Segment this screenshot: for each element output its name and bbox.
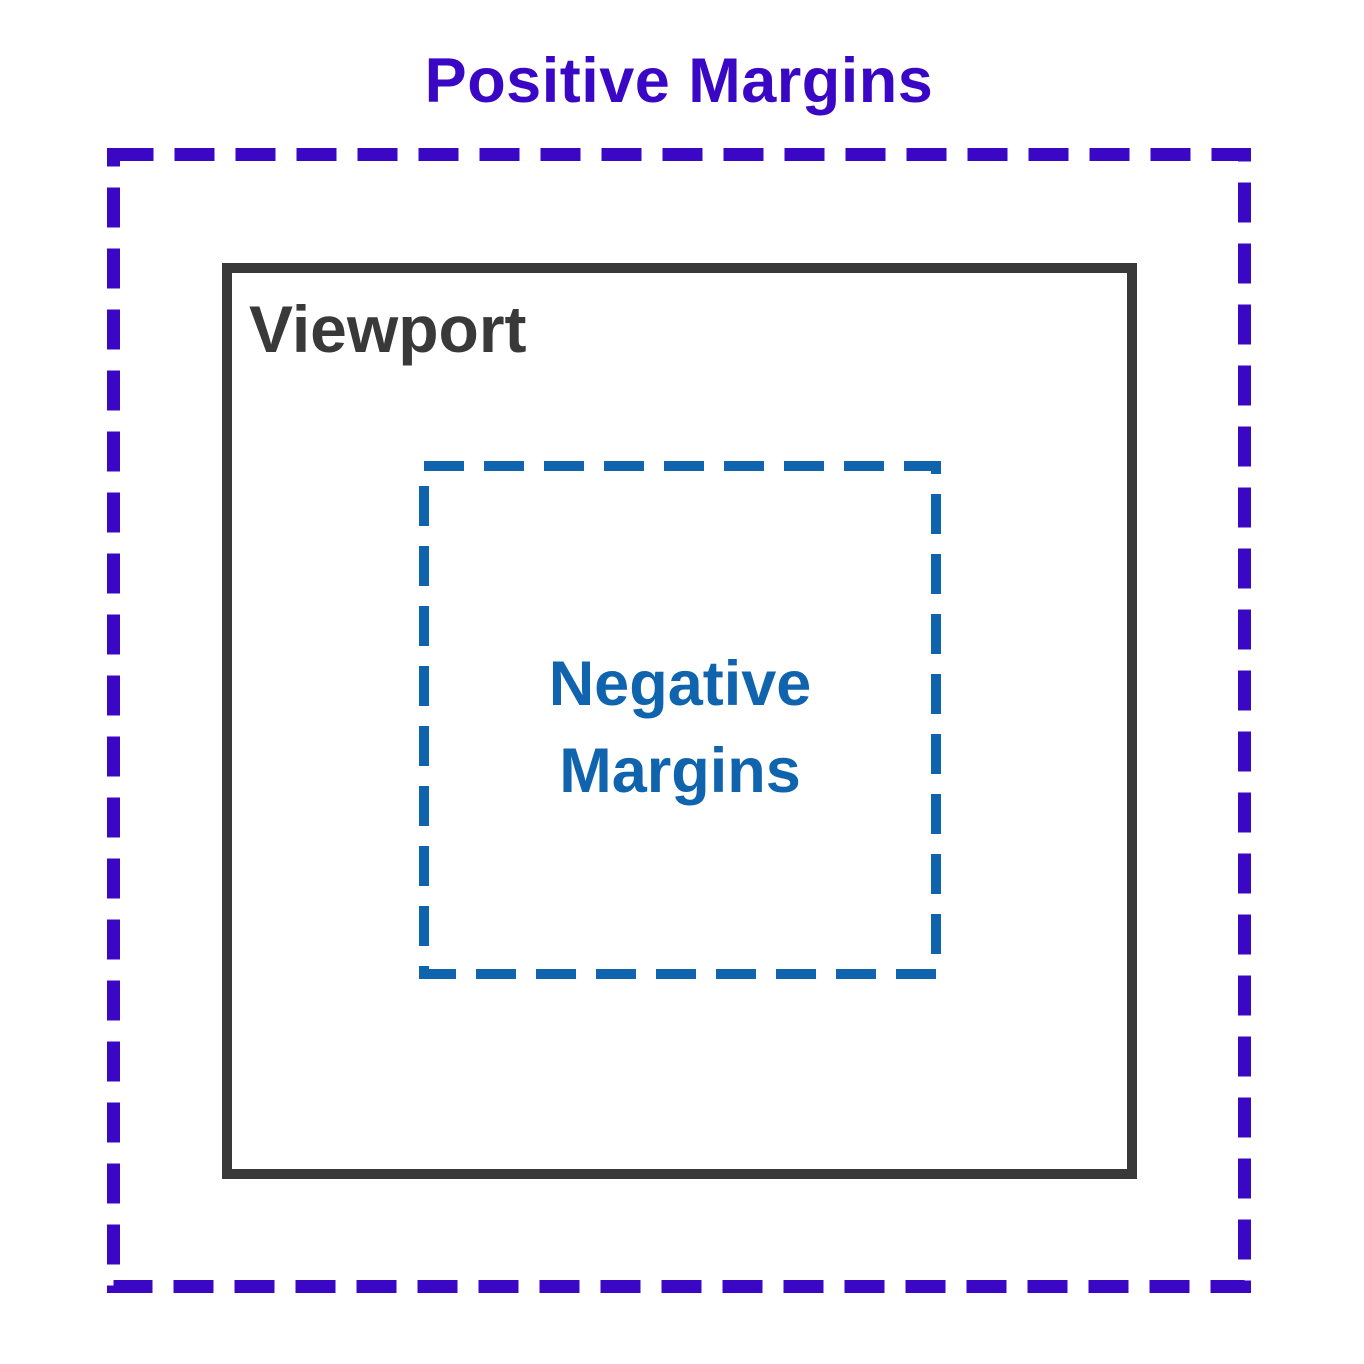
viewport-label: Viewport: [249, 292, 527, 366]
positive-margins-label: Positive Margins: [424, 46, 934, 116]
negative-margins-box: [419, 461, 941, 979]
negative-margins-label-area: Negative Margins: [419, 461, 941, 979]
positive-margins-box: [107, 148, 1251, 1293]
viewport-box: [222, 263, 1137, 1179]
negative-margins-label: Negative Margins: [548, 649, 812, 806]
